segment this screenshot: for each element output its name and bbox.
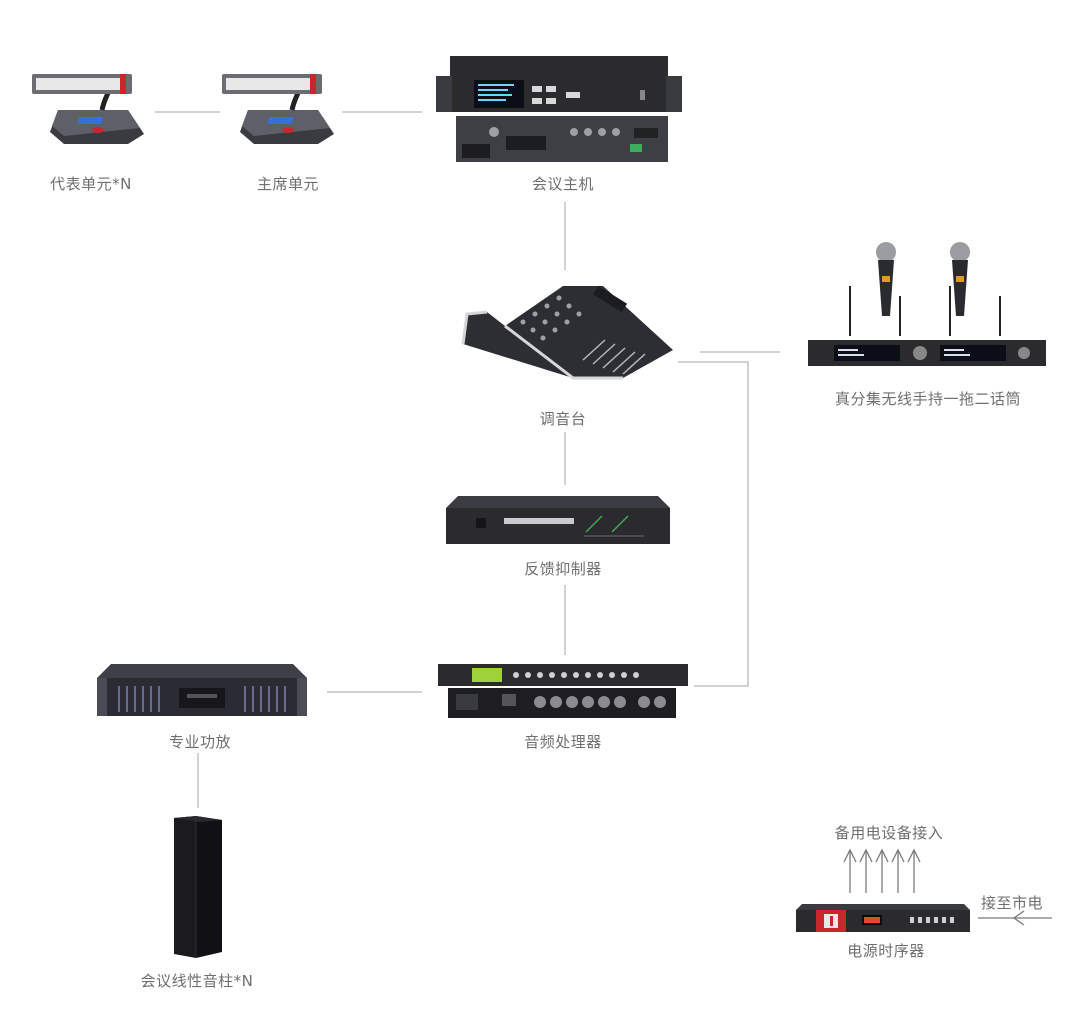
feedback-suppressor-label: 反馈抑制器 [524,560,602,578]
wire-mixer-processor [678,361,749,687]
power-sequencer-device [796,904,970,932]
column-speaker-label: 会议线性音柱*N [140,972,254,990]
delegate-unit-label: 代表单元*N [50,175,132,193]
wireless-mic-label: 真分集无线手持一拖二话筒 [834,390,1022,408]
chairman-unit-label: 主席单元 [256,175,320,193]
conference-host-device [436,56,682,162]
power-amplifier-device [97,664,307,716]
conference-host-label: 会议主机 [531,175,595,193]
delegate-unit-device [32,74,144,144]
feedback-suppressor-device [446,496,670,544]
audio-processor-label: 音频处理器 [524,733,602,751]
wireless-mic-device [808,242,1046,366]
power-amplifier-label: 专业功放 [168,733,232,751]
backup-equipment-label: 备用电设备接入 [834,824,944,842]
chairman-unit-device [222,74,334,144]
mixer-device [461,285,673,380]
mains-arrow [978,910,1052,926]
mains-power-label: 接至市电 [980,894,1044,912]
audio-processor-device [438,664,688,718]
column-speaker-device [174,816,222,958]
backup-power-arrows [843,848,921,893]
power-sequencer-label: 电源时序器 [847,942,925,960]
mixer-label: 调音台 [539,410,587,428]
